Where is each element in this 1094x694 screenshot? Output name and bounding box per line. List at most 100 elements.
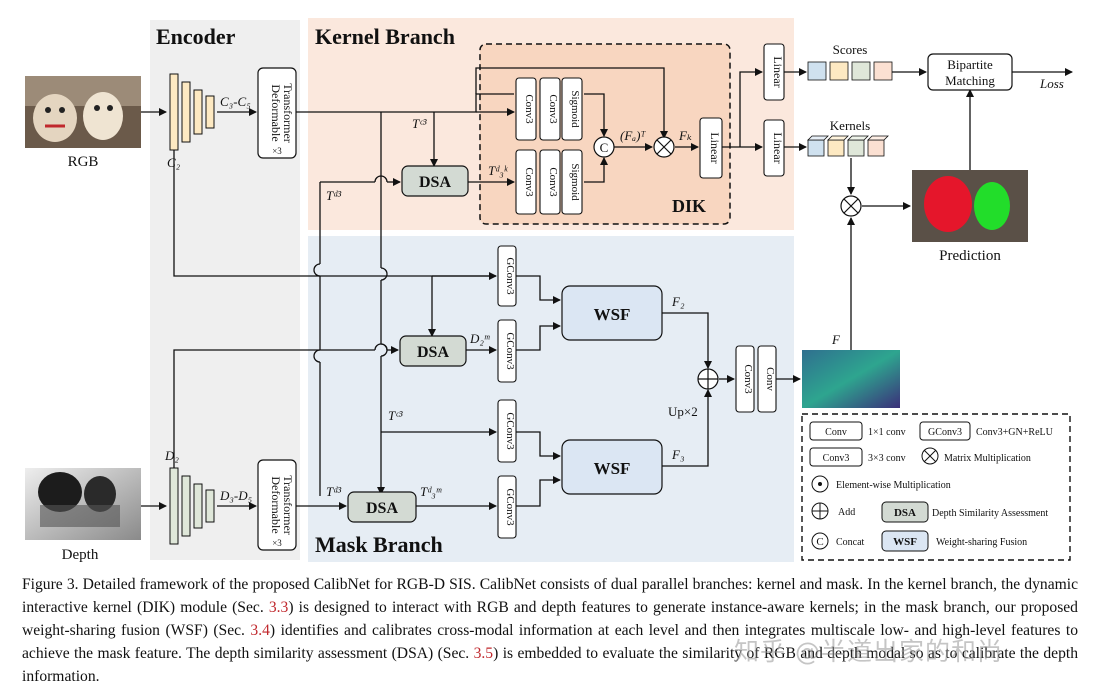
svg-text:DSA: DSA	[894, 507, 916, 519]
gconv3-4: GConv3	[497, 475, 517, 539]
upsample-label: Up×2	[668, 404, 698, 419]
d2m-label: D₂ᵐ	[469, 331, 490, 346]
gconv3-1: GConv3	[497, 245, 517, 307]
svg-text:×3: ×3	[272, 538, 282, 548]
rgb-range-label: C₃-C₅	[220, 94, 251, 109]
gconv3-2: GConv3	[497, 319, 517, 383]
dik-sigmoid-lower: Sigmoid	[561, 149, 583, 215]
svg-text:GConv3: GConv3	[928, 427, 962, 438]
matrix-multiply-icon-output	[840, 195, 862, 217]
dik-conv3-upper-1: Conv3	[515, 77, 537, 141]
dik-conv3-lower-2: Conv3	[539, 149, 561, 215]
d2-label: D₂	[164, 448, 179, 463]
depth-range-label: D₃-D₅	[219, 488, 252, 503]
bipartite-matching-box: Bipartite Matching	[927, 53, 1013, 91]
dik-conv3-upper-2: Conv3	[539, 77, 561, 141]
gconv3-3: GConv3	[497, 399, 517, 463]
svg-text:GConv3: GConv3	[504, 332, 516, 370]
mask-feature-map	[802, 350, 900, 408]
svg-text:Concat: Concat	[836, 537, 865, 548]
kernels-linear: Linear	[763, 119, 785, 177]
framework-diagram: Encoder Kernel Branch Mask Branch DIK RG…	[25, 18, 1073, 563]
svg-text:WSF: WSF	[594, 459, 631, 478]
svg-text:WSF: WSF	[594, 305, 631, 324]
svg-text:3×3 conv: 3×3 conv	[868, 453, 906, 464]
svg-text:DSA: DSA	[419, 174, 451, 191]
svg-text:×3: ×3	[272, 146, 282, 156]
td3k-label: Tᵈ₃ᵏ	[488, 163, 509, 178]
dik-conv3-lower-1: Conv3	[515, 149, 537, 215]
deformable-transformer-rgb: Deformable Transformer ×3	[257, 67, 297, 159]
svg-text:Add: Add	[838, 507, 855, 518]
dsa-mask-bottom: DSA	[347, 491, 417, 523]
deformable-transformer-depth: Deformable Transformer ×3	[257, 459, 297, 551]
rgb-encoder-pyramid	[169, 73, 215, 151]
svg-text:Sigmoid: Sigmoid	[569, 163, 581, 201]
svg-text:Linear: Linear	[771, 56, 785, 87]
svg-text:1×1 conv: 1×1 conv	[868, 427, 906, 438]
svg-text:Linear: Linear	[708, 132, 722, 163]
svg-text:Deformable: Deformable	[269, 84, 283, 141]
wsf-level-3: WSF	[561, 439, 663, 495]
svg-text:Matching: Matching	[945, 73, 995, 88]
svg-text:Conv3: Conv3	[547, 94, 559, 124]
loss-label: Loss	[1039, 76, 1064, 91]
mask-conv3: Conv3	[735, 345, 755, 413]
scores-linear: Linear	[763, 43, 785, 101]
svg-text:Depth Similarity Assessment: Depth Similarity Assessment	[932, 508, 1048, 519]
svg-text:Bipartite: Bipartite	[947, 57, 993, 72]
kernel-vectors	[807, 135, 889, 157]
svg-text:GConv3: GConv3	[504, 488, 516, 526]
kernels-label: Kernels	[830, 118, 870, 133]
svg-text:Conv3: Conv3	[547, 167, 559, 197]
svg-text:Element-wise Multiplication: Element-wise Multiplication	[836, 480, 951, 491]
fa-label: (Fₐ)ᵀ	[620, 128, 646, 143]
dik-linear: Linear	[699, 117, 723, 179]
svg-text:Sigmoid: Sigmoid	[569, 90, 581, 128]
svg-text:DSA: DSA	[366, 500, 398, 517]
svg-text:Conv: Conv	[825, 427, 847, 438]
svg-text:Conv3: Conv3	[742, 364, 754, 394]
sec-ref-3-5[interactable]: 3.5	[473, 645, 494, 662]
watermark: 知乎 @半道出家的和尚	[734, 637, 1003, 666]
kernel-branch-title: Kernel Branch	[315, 24, 455, 49]
svg-text:Conv3: Conv3	[823, 453, 850, 464]
add-icon	[697, 368, 719, 390]
svg-text:WSF: WSF	[893, 536, 917, 548]
f-label: F	[831, 332, 841, 347]
prediction-label: Prediction	[939, 248, 1001, 264]
rgb-image	[25, 76, 141, 148]
svg-text:DSA: DSA	[417, 344, 449, 361]
score-vector	[807, 61, 893, 81]
td3-label-bottom: Tᵈ³	[326, 484, 342, 499]
tc3-label-top: Tᶜ³	[412, 116, 428, 131]
f3-label: F₃	[671, 447, 684, 462]
scores-label: Scores	[833, 42, 868, 57]
sec-ref-3-3[interactable]: 3.3	[268, 599, 289, 616]
svg-text:Weight-sharing Fusion: Weight-sharing Fusion	[936, 537, 1027, 548]
dsa-kernel-branch: DSA	[401, 165, 469, 197]
depth-label: Depth	[62, 547, 99, 563]
dik-sigmoid-upper: Sigmoid	[561, 77, 583, 141]
svg-text:Conv3: Conv3	[523, 167, 535, 197]
td3m-label: Tᵈ₃ᵐ	[420, 484, 442, 499]
svg-text:Transformer: Transformer	[281, 475, 295, 535]
prediction-image	[912, 170, 1028, 242]
svg-text:Transformer: Transformer	[281, 83, 295, 143]
fk-label: Fₖ	[678, 128, 692, 143]
svg-text:C: C	[816, 536, 823, 548]
td3-label-left: Tᵈ³	[326, 188, 342, 203]
matrix-multiply-icon-dik	[653, 136, 675, 158]
encoder-title: Encoder	[156, 24, 236, 49]
mask-branch-title: Mask Branch	[315, 532, 443, 557]
svg-text:C: C	[600, 140, 609, 155]
svg-text:Deformable: Deformable	[269, 476, 283, 533]
sec-ref-3-4[interactable]: 3.4	[250, 622, 270, 639]
svg-text:Conv3+GN+ReLU: Conv3+GN+ReLU	[976, 427, 1054, 438]
mask-conv: Conv	[757, 345, 777, 413]
dsa-mask-mid: DSA	[399, 335, 467, 367]
legend: Conv 1×1 conv GConv3 Conv3+GN+ReLU Conv3…	[801, 413, 1071, 561]
f2-label: F₂	[671, 294, 685, 309]
svg-text:GConv3: GConv3	[504, 412, 516, 450]
svg-text:Conv3: Conv3	[523, 94, 535, 124]
